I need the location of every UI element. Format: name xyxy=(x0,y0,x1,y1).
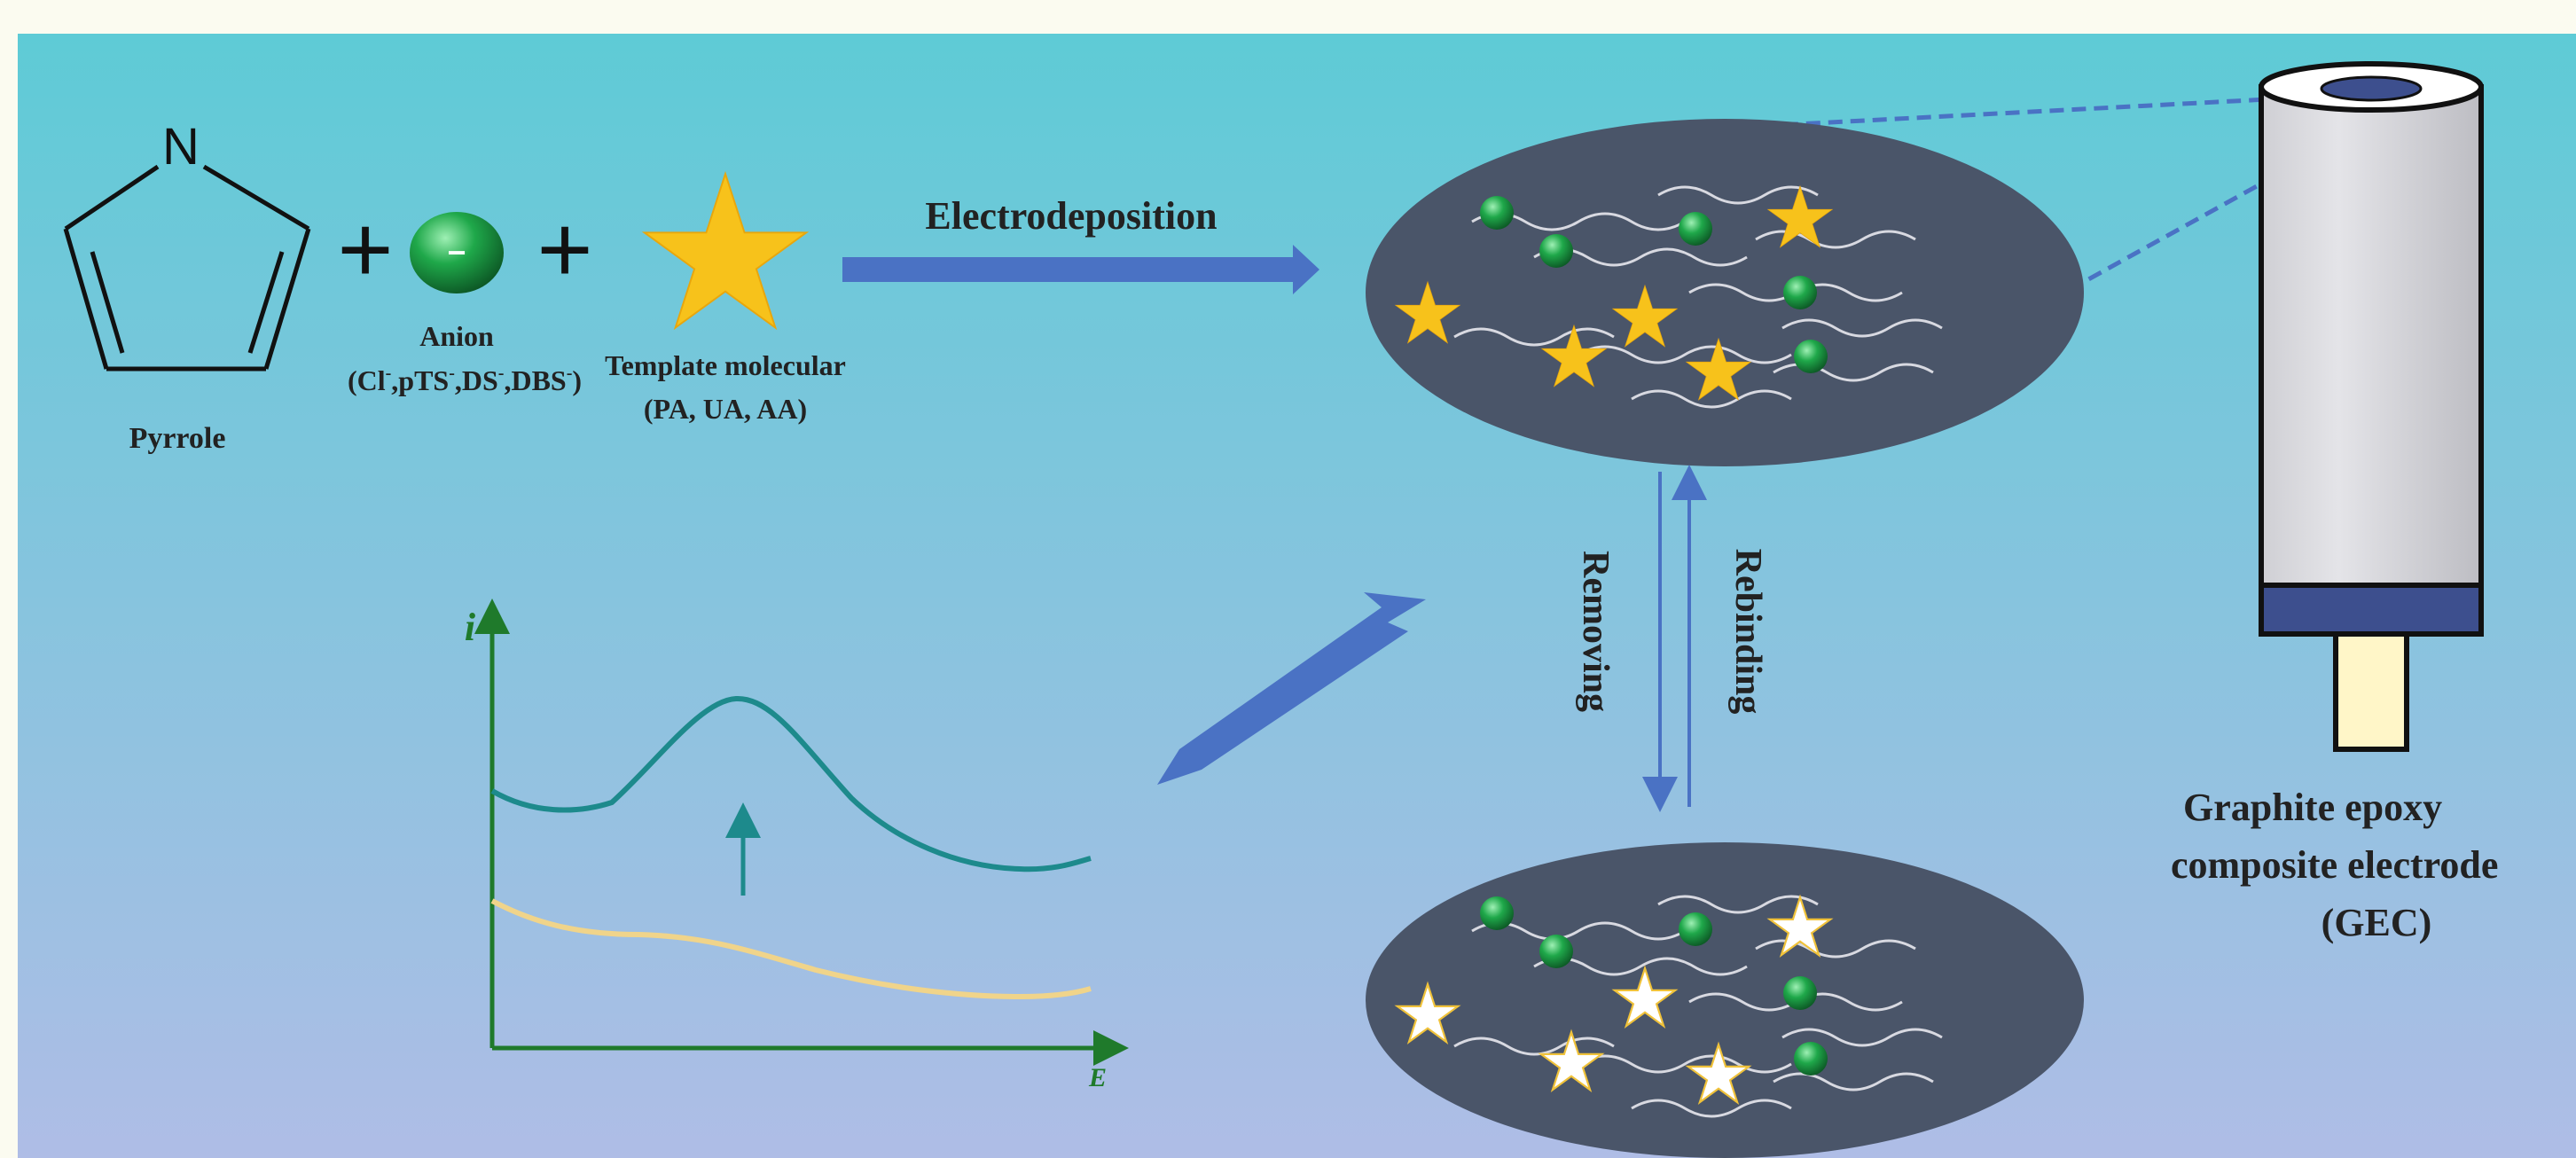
curve-before-rebinding xyxy=(490,898,1092,1000)
plus-sign-1: + xyxy=(337,195,393,302)
imprinted-polymer-disc xyxy=(1366,119,2084,466)
template-removed-disc xyxy=(1366,842,2084,1158)
removing-label: Removing xyxy=(1575,551,1616,712)
template-label: Template molecular xyxy=(605,349,846,381)
anion-ball-icon: − xyxy=(410,212,504,293)
graphite-electrode-icon xyxy=(2259,61,2484,752)
pyrrole-nitrogen: N xyxy=(162,118,200,176)
pyrrole-label: Pyrrole xyxy=(129,422,226,455)
electrodeposition-label: Electrodeposition xyxy=(925,194,1217,238)
detection-arrow xyxy=(1157,592,1426,785)
voltammogram-plot: i E xyxy=(465,599,1129,1092)
anion-label: Anion xyxy=(419,320,494,352)
electrode-label-line2: composite electrode xyxy=(2171,843,2498,887)
curve-after-rebinding xyxy=(490,695,1092,872)
plot-y-label: i xyxy=(465,606,476,649)
anion-ball-minus: − xyxy=(447,234,466,270)
background-panel xyxy=(18,34,2576,1158)
anion-types: (Cl-,pTS-,DS-,DBS-) xyxy=(348,364,582,396)
rebinding-label: Rebinding xyxy=(1727,549,1768,715)
pyrrole-structure xyxy=(63,164,311,372)
plus-sign-2: + xyxy=(536,195,592,302)
template-types: (PA, UA, AA) xyxy=(644,393,807,425)
electrode-label-line3: (GEC) xyxy=(2322,901,2432,944)
electrodeposition-arrow xyxy=(842,245,1319,294)
electrode-label-line1: Graphite epoxy xyxy=(2183,786,2442,829)
plot-x-label: E xyxy=(1088,1063,1107,1092)
